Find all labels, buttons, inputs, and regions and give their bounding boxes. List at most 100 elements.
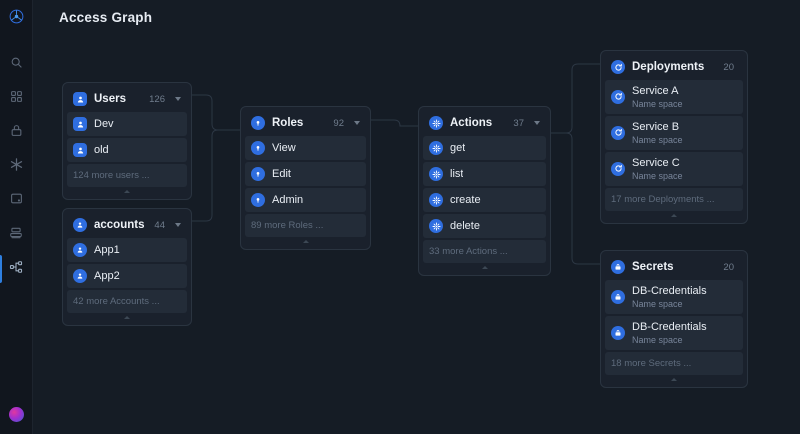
chevron-down-icon[interactable] bbox=[354, 121, 360, 125]
chevron-down-icon[interactable] bbox=[175, 97, 181, 101]
user-badge-icon bbox=[73, 143, 87, 157]
list-item[interactable]: App2 bbox=[67, 264, 187, 288]
list-item[interactable]: Service A Name space bbox=[605, 80, 743, 114]
list-item[interactable]: Edit bbox=[245, 162, 366, 186]
chevron-down-icon[interactable] bbox=[534, 121, 540, 125]
show-more-roles[interactable]: 89 more Roles ... bbox=[245, 214, 366, 237]
kubernetes-badge-icon bbox=[429, 116, 443, 130]
collapse-handle[interactable] bbox=[67, 314, 187, 321]
sidebar-item-servers[interactable] bbox=[0, 218, 33, 252]
user-badge-icon bbox=[73, 117, 87, 131]
node-actions[interactable]: Actions 37 get list create dele bbox=[418, 106, 551, 276]
list-item-label: App2 bbox=[94, 269, 120, 282]
node-secrets-title: Secrets bbox=[632, 261, 674, 273]
list-item[interactable]: View bbox=[245, 136, 366, 160]
list-item-namespace: Name space bbox=[632, 298, 683, 309]
node-deployments[interactable]: Deployments 20 Service A Name space Serv… bbox=[600, 50, 748, 224]
node-secrets-count: 20 bbox=[723, 261, 734, 273]
deployment-badge-icon bbox=[611, 89, 625, 104]
node-roles-title: Roles bbox=[272, 117, 304, 129]
role-badge-icon bbox=[251, 193, 265, 207]
window-icon bbox=[10, 192, 23, 210]
deployment-badge-icon bbox=[611, 125, 625, 140]
show-more-deployments[interactable]: 17 more Deployments ... bbox=[605, 187, 743, 211]
deployment-badge-icon bbox=[611, 161, 625, 176]
list-item-label: create bbox=[450, 193, 481, 206]
list-item-label: Edit bbox=[272, 167, 291, 180]
user-avatar[interactable] bbox=[8, 407, 24, 422]
node-users[interactable]: Users 126 Dev old 124 more users ... bbox=[62, 82, 192, 200]
collapse-handle[interactable] bbox=[67, 188, 187, 195]
list-item-label: App1 bbox=[94, 243, 120, 256]
account-badge-icon bbox=[73, 269, 87, 283]
collapse-handle[interactable] bbox=[605, 376, 743, 383]
role-badge-icon bbox=[251, 167, 265, 181]
list-item-label: Admin bbox=[272, 193, 304, 206]
list-item[interactable]: Service C Name space bbox=[605, 151, 743, 186]
node-users-header[interactable]: Users 126 bbox=[67, 87, 187, 112]
secret-badge-icon bbox=[611, 289, 625, 304]
secret-badge-icon bbox=[611, 325, 625, 340]
list-item-label: old bbox=[94, 143, 109, 156]
atom-logo-icon[interactable] bbox=[8, 8, 25, 30]
list-item-label: DB-Credentials bbox=[632, 285, 707, 297]
node-deployments-header[interactable]: Deployments 20 bbox=[605, 55, 743, 80]
list-item-label: Service A bbox=[632, 85, 679, 97]
topology-icon bbox=[9, 260, 23, 279]
list-item[interactable]: Admin bbox=[245, 188, 366, 212]
list-item-label: Service C bbox=[632, 156, 680, 169]
node-accounts-header[interactable]: accounts 44 bbox=[67, 213, 187, 238]
node-deployments-count: 20 bbox=[723, 61, 734, 73]
list-item[interactable]: Dev bbox=[67, 112, 187, 136]
collapse-handle[interactable] bbox=[423, 264, 546, 271]
node-roles[interactable]: Roles 92 View Edit Admin 89 more Roles .… bbox=[240, 106, 371, 250]
server-icon bbox=[9, 226, 23, 245]
sidebar-item-dashboard[interactable] bbox=[0, 82, 33, 116]
node-deployments-title: Deployments bbox=[632, 61, 705, 73]
list-item[interactable]: delete bbox=[423, 214, 546, 238]
kubernetes-badge-icon bbox=[429, 193, 443, 207]
sidebar-item-security[interactable] bbox=[0, 116, 33, 150]
show-more-actions[interactable]: 33 more Actions ... bbox=[423, 240, 546, 263]
list-item[interactable]: DB-Credentials Name space bbox=[605, 280, 743, 314]
list-item-label: Dev bbox=[94, 117, 114, 130]
node-roles-count: 92 bbox=[333, 117, 344, 129]
deployment-badge-icon bbox=[611, 60, 625, 74]
list-item-label: View bbox=[272, 141, 296, 154]
chevron-down-icon[interactable] bbox=[175, 223, 181, 227]
list-item[interactable]: DB-Credentials Name space bbox=[605, 315, 743, 350]
show-more-users[interactable]: 124 more users ... bbox=[67, 164, 187, 187]
sidebar-item-workloads[interactable] bbox=[0, 184, 33, 218]
role-badge-icon bbox=[251, 116, 265, 130]
account-badge-icon bbox=[73, 218, 87, 232]
node-actions-title: Actions bbox=[450, 117, 493, 129]
grid-icon bbox=[10, 90, 23, 108]
collapse-handle[interactable] bbox=[605, 212, 743, 219]
role-badge-icon bbox=[251, 141, 265, 155]
list-item-label: list bbox=[450, 167, 464, 180]
collapse-handle[interactable] bbox=[245, 238, 366, 245]
sidebar-item-clusters[interactable] bbox=[0, 150, 33, 184]
node-secrets-header[interactable]: Secrets 20 bbox=[605, 255, 743, 280]
list-item[interactable]: Service B Name space bbox=[605, 115, 743, 150]
list-item[interactable]: get bbox=[423, 136, 546, 160]
node-roles-header[interactable]: Roles 92 bbox=[245, 111, 366, 136]
lock-icon bbox=[10, 124, 23, 142]
node-secrets[interactable]: Secrets 20 DB-Credentials Name space DB-… bbox=[600, 250, 748, 388]
kubernetes-badge-icon bbox=[429, 219, 443, 233]
node-accounts-count: 44 bbox=[154, 219, 165, 231]
node-accounts[interactable]: accounts 44 App1 App2 42 more Accounts .… bbox=[62, 208, 192, 326]
list-item[interactable]: list bbox=[423, 162, 546, 186]
kubernetes-badge-icon bbox=[429, 141, 443, 155]
show-more-accounts[interactable]: 42 more Accounts ... bbox=[67, 290, 187, 313]
show-more-secrets[interactable]: 18 more Secrets ... bbox=[605, 351, 743, 375]
list-item[interactable]: old bbox=[67, 138, 187, 162]
sidebar-item-search[interactable] bbox=[0, 48, 33, 82]
node-actions-header[interactable]: Actions 37 bbox=[423, 111, 546, 136]
list-item-label: DB-Credentials bbox=[632, 320, 707, 333]
list-item[interactable]: App1 bbox=[67, 238, 187, 262]
list-item[interactable]: create bbox=[423, 188, 546, 212]
list-item-label: delete bbox=[450, 219, 480, 232]
sidebar-item-access-graph[interactable] bbox=[0, 252, 33, 286]
user-badge-icon bbox=[73, 92, 87, 106]
